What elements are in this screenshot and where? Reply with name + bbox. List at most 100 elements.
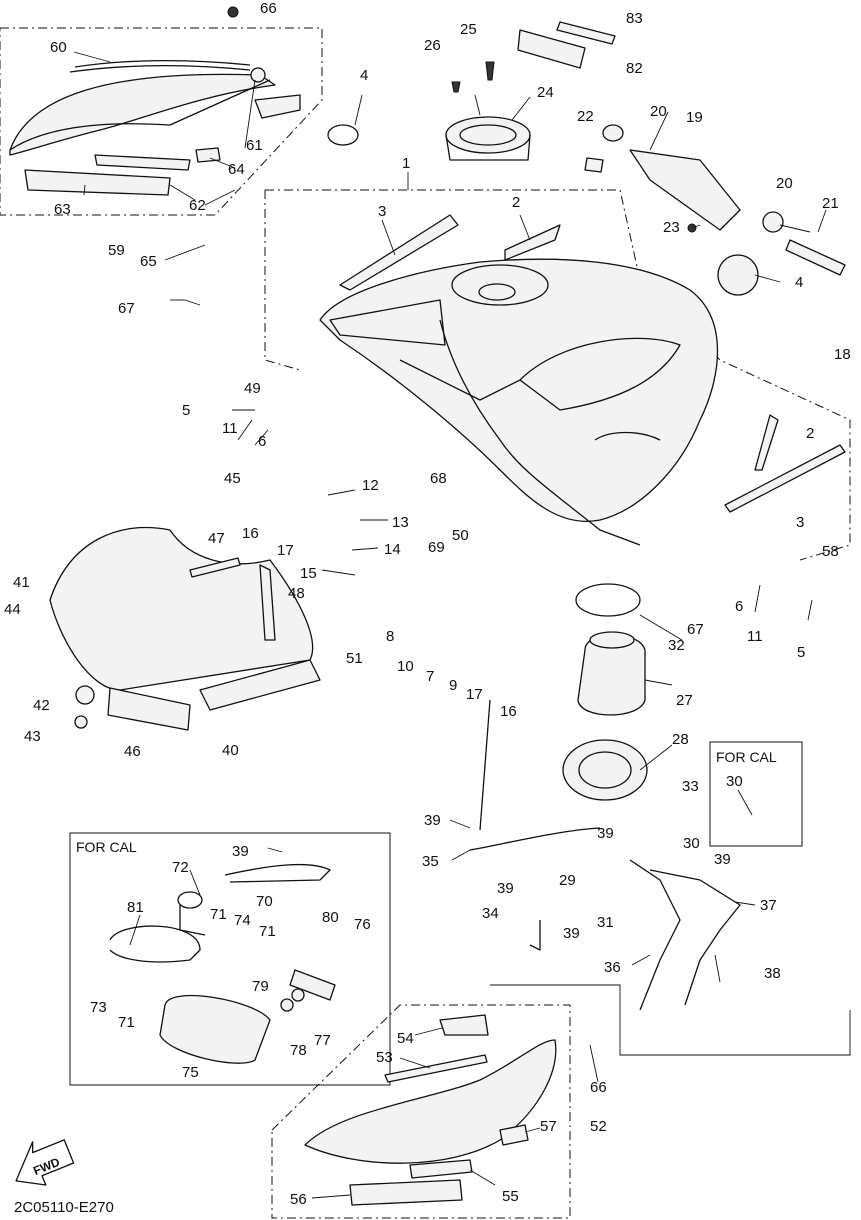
cal-variant-box-large [69, 832, 391, 1086]
part-label-11: 11 [222, 420, 238, 437]
part-label-39: 39 [597, 825, 614, 842]
part-label-82: 82 [626, 60, 643, 77]
drawing-code: 2C05110-E270 [14, 1199, 114, 1216]
canister-assembly [109, 863, 336, 1064]
part-label-81: 81 [127, 899, 144, 916]
part-label-80: 80 [322, 909, 339, 926]
part-label-67: 67 [687, 621, 704, 638]
part-label-10: 10 [397, 658, 414, 675]
part-label-5: 5 [797, 644, 805, 661]
part-label-11: 11 [747, 628, 763, 645]
part-label-16: 16 [500, 703, 517, 720]
part-label-63: 63 [54, 201, 71, 218]
part-label-37: 37 [760, 897, 777, 914]
part-label-12: 12 [362, 477, 379, 494]
part-label-48: 48 [288, 585, 305, 602]
part-label-47: 47 [208, 530, 225, 547]
gasket-disc-right [717, 254, 759, 296]
part-label-32: 32 [668, 637, 685, 654]
lower-cover-right [304, 1014, 557, 1206]
part-label-35: 35 [422, 853, 439, 870]
part-label-60: 60 [50, 39, 67, 56]
part-label-22: 22 [577, 108, 594, 125]
part-label-50: 50 [452, 527, 469, 544]
part-label-36: 36 [604, 959, 621, 976]
part-label-43: 43 [24, 728, 41, 745]
part-label-51: 51 [346, 650, 363, 667]
fuel-pump-assembly [562, 583, 648, 801]
part-label-76: 76 [354, 916, 371, 933]
part-label-75: 75 [182, 1064, 199, 1081]
part-label-5: 5 [182, 402, 190, 419]
part-label-52: 52 [590, 1118, 607, 1135]
part-label-39: 39 [497, 880, 514, 897]
part-label-29: 29 [559, 872, 576, 889]
part-label-7: 7 [426, 668, 434, 685]
part-label-3: 3 [378, 203, 386, 220]
part-label-74: 74 [234, 912, 251, 929]
part-label-45: 45 [224, 470, 241, 487]
part-label-77: 77 [314, 1032, 331, 1049]
part-label-30: 30 [726, 773, 743, 790]
part-label-62: 62 [189, 197, 206, 214]
breather-parts [517, 21, 846, 276]
part-label-39: 39 [563, 925, 580, 942]
cal-variant-box-small [709, 741, 803, 847]
part-label-44: 44 [4, 601, 21, 618]
part-label-40: 40 [222, 742, 239, 759]
part-label-15: 15 [300, 565, 317, 582]
part-label-61: 61 [246, 137, 263, 154]
part-label-1: 1 [402, 155, 410, 172]
part-label-27: 27 [676, 692, 693, 709]
part-label-49: 49 [244, 380, 261, 397]
tank-strip-right [724, 444, 846, 513]
part-label-83: 83 [626, 10, 643, 27]
part-label-41: 41 [13, 574, 30, 591]
part-label-33: 33 [682, 778, 699, 795]
part-label-16: 16 [242, 525, 259, 542]
part-label-6: 6 [258, 433, 266, 450]
part-label-2: 2 [806, 425, 814, 442]
tank-pad-left [339, 214, 459, 291]
part-label-68: 68 [430, 470, 447, 487]
part-label-69: 69 [428, 539, 445, 556]
part-label-17: 17 [277, 542, 294, 559]
part-label-66: 66 [590, 1079, 607, 1096]
part-label-39: 39 [424, 812, 441, 829]
part-label-17: 17 [466, 686, 483, 703]
part-label-54: 54 [397, 1030, 414, 1047]
fuel-tank [319, 258, 719, 546]
cal-variant-label-large: FOR CAL [76, 839, 137, 855]
part-label-34: 34 [482, 905, 499, 922]
part-label-6: 6 [735, 598, 743, 615]
part-label-19: 19 [686, 109, 703, 126]
part-labels: 1 2 2 3 3 4 4 5 5 6 6 7 8 9 10 11 11 12 … [4, 0, 851, 1208]
part-label-25: 25 [460, 21, 477, 38]
part-label-24: 24 [537, 84, 554, 101]
part-label-73: 73 [90, 999, 107, 1016]
part-label-79: 79 [252, 978, 269, 995]
leader-lines [73, 51, 827, 1199]
part-label-42: 42 [33, 697, 50, 714]
side-cover-assembly [9, 6, 301, 196]
fuel-cap-assembly [445, 61, 531, 161]
part-label-70: 70 [256, 893, 273, 910]
part-label-71: 71 [210, 906, 227, 923]
part-label-2: 2 [512, 194, 520, 211]
part-label-53: 53 [376, 1049, 393, 1066]
forward-direction-arrow: FWD [15, 1139, 75, 1186]
tank-pad-top [504, 224, 561, 261]
part-label-38: 38 [764, 965, 781, 982]
part-label-18: 18 [834, 346, 851, 363]
lower-cowl-left [49, 526, 321, 731]
part-label-67: 67 [118, 300, 135, 317]
part-label-66: 66 [260, 0, 277, 17]
part-label-4: 4 [795, 274, 803, 291]
part-label-59: 59 [108, 242, 125, 259]
part-label-13: 13 [392, 514, 409, 531]
part-label-78: 78 [290, 1042, 307, 1059]
part-label-14: 14 [384, 541, 401, 558]
cal-variant-label-small: FOR CAL [716, 749, 777, 765]
part-label-57: 57 [540, 1118, 557, 1135]
